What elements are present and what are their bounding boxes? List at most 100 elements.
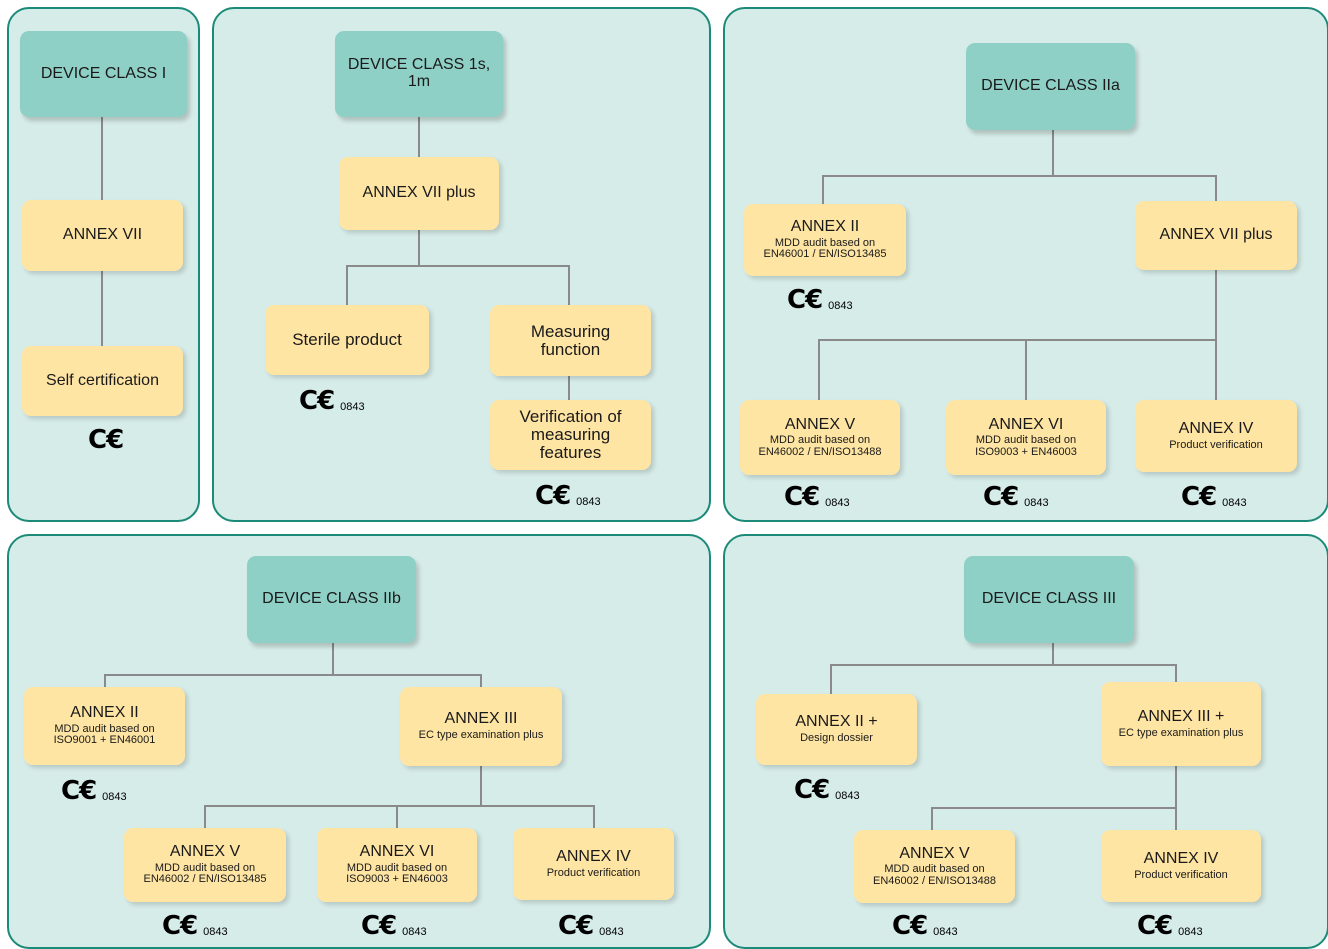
ce-mark-icon: C€ <box>88 425 124 455</box>
notified-body-number: 0843 <box>1024 497 1049 509</box>
ce-mark: C€ 0843 <box>535 483 601 509</box>
ce-mark-icon: C€ <box>558 911 594 941</box>
annex-title: ANNEX IV <box>1143 849 1219 867</box>
annex-box: ANNEX VII plus <box>1135 201 1297 270</box>
device-class-label: DEVICE CLASS I <box>40 64 167 82</box>
annex-box: ANNEX IV Product verification <box>513 828 674 900</box>
ce-mark-icon: C€ <box>784 482 820 512</box>
annex-title: Self certification <box>46 371 159 389</box>
ce-mark-icon: C€ <box>983 482 1019 512</box>
device-class-label: DEVICE CLASS IIa <box>981 77 1120 95</box>
annex-title: ANNEX VII plus <box>362 184 476 202</box>
ce-mark: C€ 0843 <box>299 388 365 414</box>
notified-body-number: 0843 <box>835 790 860 802</box>
ce-mark-icon: C€ <box>892 911 928 941</box>
ce-mark: C€ 0843 <box>983 484 1049 510</box>
annex-subtitle: EC type examination plus <box>1118 726 1244 739</box>
annex-title: ANNEX II <box>790 218 860 236</box>
annex-title: ANNEX IV <box>556 847 631 865</box>
annex-subtitle: MDD audit based on EN46002 / EN/ISO13488 <box>758 434 882 458</box>
annex-box: ANNEX II MDD audit based on ISO9001 + EN… <box>24 687 185 765</box>
notified-body-number: 0843 <box>828 300 853 312</box>
annex-box: ANNEX III + EC type examination plus <box>1101 682 1261 766</box>
notified-body-number: 0843 <box>933 926 958 938</box>
notified-body-number: 0843 <box>599 926 624 938</box>
ce-mark: C€ 0843 <box>794 777 860 803</box>
annex-subtitle: MDD audit based on EN46001 / EN/ISO13485 <box>763 236 887 261</box>
annex-title: ANNEX II + <box>795 713 878 731</box>
device-class-box: DEVICE CLASS IIb <box>247 556 416 643</box>
device-class-box: DEVICE CLASS III <box>964 556 1134 643</box>
annex-box: ANNEX VII <box>22 200 183 271</box>
annex-box: ANNEX V MDD audit based on EN46002 / EN/… <box>740 400 900 475</box>
ce-mark: C€ 0843 <box>892 913 958 939</box>
annex-box: ANNEX V MDD audit based on EN46002 / EN/… <box>854 830 1015 903</box>
ce-mark: C€ 0843 <box>1181 484 1247 510</box>
ce-mark-icon: C€ <box>162 911 198 941</box>
annex-title: ANNEX VI <box>359 843 435 861</box>
annex-box: Sterile product <box>265 305 429 375</box>
ce-mark-icon: C€ <box>361 911 397 941</box>
annex-subtitle: MDD audit based on ISO9003 + EN46003 <box>346 861 448 886</box>
annex-title: ANNEX II <box>70 704 139 722</box>
annex-title: ANNEX III <box>444 710 518 728</box>
annex-title: ANNEX VII plus <box>1159 226 1273 244</box>
annex-subtitle: MDD audit based on ISO9003 + EN46003 <box>975 434 1077 458</box>
annex-subtitle: Product verification <box>1169 438 1263 451</box>
annex-title: ANNEX V <box>169 843 241 861</box>
notified-body-number: 0843 <box>1178 926 1203 938</box>
annex-box: ANNEX II MDD audit based on EN46001 / EN… <box>744 204 906 276</box>
ce-mark: C€ 0843 <box>784 484 850 510</box>
annex-subtitle: MDD audit based on ISO9001 + EN46001 <box>53 722 156 747</box>
annex-title: Sterile product <box>292 330 402 350</box>
annex-title: Measuring function <box>530 321 611 359</box>
notified-body-number: 0843 <box>402 926 427 938</box>
annex-box: ANNEX IV Product verification <box>1101 830 1261 902</box>
ce-mark-icon: C€ <box>535 481 571 511</box>
device-class-label: DEVICE CLASS IIb <box>262 590 401 608</box>
annex-box: ANNEX III EC type examination plus <box>400 687 562 766</box>
notified-body-number: 0843 <box>576 496 601 508</box>
annex-box: ANNEX VI MDD audit based on ISO9003 + EN… <box>946 400 1106 475</box>
annex-subtitle: EC type examination plus <box>418 729 544 742</box>
device-class-box: DEVICE CLASS IIa <box>966 43 1135 130</box>
ce-mark-icon: C€ <box>1137 911 1173 941</box>
annex-title: ANNEX IV <box>1178 419 1254 437</box>
ce-mark-icon: C€ <box>794 775 830 805</box>
annex-box: Verification of measuring features <box>490 400 651 470</box>
notified-body-number: 0843 <box>102 791 127 803</box>
annex-subtitle: MDD audit based on EN46002 / EN/ISO13485 <box>143 861 267 886</box>
device-class-box: DEVICE CLASS 1s, 1m <box>335 31 503 117</box>
annex-subtitle: Design dossier <box>800 732 873 745</box>
annex-box: ANNEX V MDD audit based on EN46002 / EN/… <box>124 828 286 902</box>
ce-mark: C€ 0843 <box>61 778 127 804</box>
notified-body-number: 0843 <box>825 497 850 509</box>
notified-body-number: 0843 <box>340 401 365 413</box>
ce-mark: C€ 0843 <box>787 287 853 313</box>
annex-title: ANNEX V <box>784 415 856 433</box>
annex-subtitle: Product verification <box>1134 868 1228 881</box>
annex-title: Verification of measuring features <box>519 407 622 462</box>
annex-box: Measuring function <box>490 305 651 376</box>
notified-body-number: 0843 <box>203 926 228 938</box>
ce-mark: C€ <box>88 425 124 455</box>
ce-mark-icon: C€ <box>1181 482 1217 512</box>
ce-mark: C€ 0843 <box>361 913 427 939</box>
annex-subtitle: Product verification <box>546 866 641 879</box>
device-class-label: DEVICE CLASS 1s, 1m <box>347 56 491 90</box>
annex-box: ANNEX II + Design dossier <box>756 694 917 765</box>
annex-title: ANNEX III + <box>1137 707 1225 725</box>
annex-title: ANNEX VII <box>62 226 143 244</box>
notified-body-number: 0843 <box>1222 497 1247 509</box>
ce-mark-icon: C€ <box>61 776 97 806</box>
annex-box: ANNEX IV Product verification <box>1135 400 1297 472</box>
ce-mark: C€ 0843 <box>558 913 624 939</box>
ce-mark-icon: C€ <box>787 285 823 315</box>
annex-box: ANNEX VII plus <box>339 157 499 230</box>
device-class-label: DEVICE CLASS III <box>981 590 1117 608</box>
ce-mark-icon: C€ <box>299 386 335 416</box>
annex-subtitle: MDD audit based on EN46002 / EN/ISO13488 <box>873 863 996 887</box>
annex-box: Self certification <box>22 346 183 416</box>
annex-title: ANNEX VI <box>988 415 1064 433</box>
